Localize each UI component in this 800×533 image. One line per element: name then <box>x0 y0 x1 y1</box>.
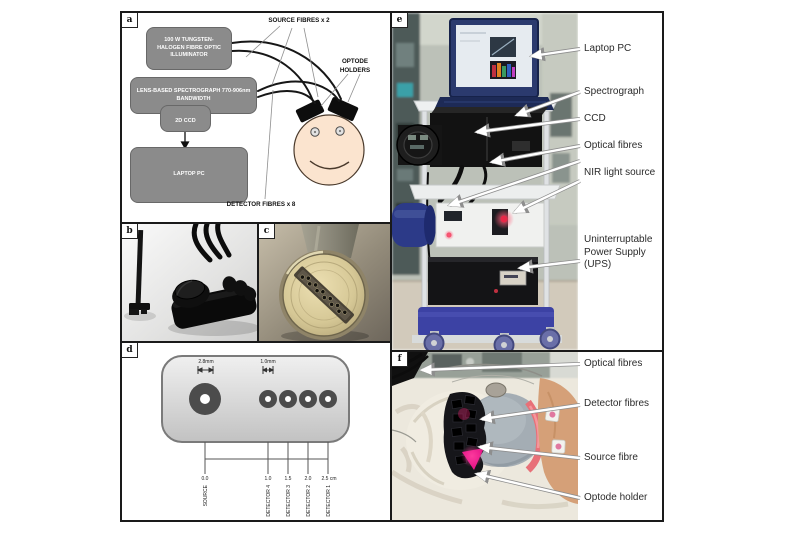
optode-cables <box>191 224 232 263</box>
panel-d-holder-diagram: 2.8mm 1.0mm 0.0 1.0 1.5 2.0 2.5 cm SOURC… <box>122 343 392 520</box>
annotation-ccd: CCD <box>584 113 606 124</box>
fibre-slot <box>294 266 354 324</box>
optode-pad <box>161 355 350 443</box>
panel-f-infant-photo: Optical fibres Detector fibres Source fi… <box>392 352 662 520</box>
fibre-connector <box>485 382 507 398</box>
ups-unit <box>428 257 538 305</box>
optode-body <box>171 276 257 329</box>
middle-shelf <box>409 184 561 200</box>
panel-f-label: f <box>392 352 408 367</box>
source-diameter-label: 2.8mm <box>198 359 214 365</box>
optode-holders-annotation: OPTODE HOLDERS <box>339 58 371 75</box>
panel-e-label: e <box>392 13 408 28</box>
probe-label-detector1: DETECTOR 1 <box>326 485 332 517</box>
annotation-laptop-pc: Laptop PC <box>584 43 632 54</box>
casters <box>423 327 561 350</box>
spectrograph-unit <box>430 107 548 167</box>
panel-f-label-column <box>578 352 662 520</box>
distance-4: 2.5 cm <box>321 476 337 482</box>
dimension-marks <box>196 366 275 374</box>
holder-drawing <box>161 355 350 474</box>
distance-0: 0.0 <box>201 476 209 482</box>
probe-label-source: SOURCE <box>203 485 209 507</box>
panel-d-label: d <box>122 343 138 358</box>
schematic-drawing <box>180 25 365 200</box>
distance-ruler <box>204 442 329 474</box>
bedding <box>392 404 569 510</box>
blue-roll <box>392 203 436 247</box>
illuminator-box: 100 W TUNGSTEN-HALOGEN FIBRE OPTIC ILLUM… <box>146 27 232 70</box>
distance-1: 1.0 <box>264 476 272 482</box>
annotation-nir-light-source: NIR light source <box>584 167 656 178</box>
trolley-base <box>412 307 562 343</box>
pointer-lines <box>245 25 361 200</box>
laptop <box>434 18 554 110</box>
figure-frame: 100 W TUNGSTEN-HALOGEN FIBRE OPTIC ILLUM… <box>120 11 664 522</box>
panel-b-optode-photo: b <box>122 224 259 343</box>
ccd-camera <box>396 124 442 166</box>
infant-head <box>293 114 365 186</box>
trolley-photo <box>392 13 578 350</box>
smile <box>309 160 350 170</box>
nir-light-source <box>435 202 545 248</box>
distance-2: 1.5 <box>284 476 292 482</box>
panel-b-label: b <box>122 224 138 239</box>
brass-ferrule-face <box>279 250 369 340</box>
probe-label-detector4: DETECTOR 4 <box>266 485 272 517</box>
panel-a-label: a <box>122 13 138 28</box>
annotation-optical-fibres-f: Optical fibres <box>584 358 643 369</box>
fibre-bundles <box>231 40 342 104</box>
optode-on-head <box>443 392 487 479</box>
annotation-optical-fibres: Optical fibres <box>584 140 643 151</box>
source-fibres-annotation: SOURCE FIBRES x 2 <box>268 17 330 24</box>
infant-photo <box>392 352 578 520</box>
annotation-optode-holder: Optode holder <box>584 492 648 503</box>
ferrule-photo <box>259 224 390 341</box>
annotation-ups: Uninterruptable Power Supply (UPS) <box>584 234 653 270</box>
probe-label-detector3: DETECTOR 3 <box>286 485 292 517</box>
optode-photo <box>122 224 257 341</box>
panel-e-trolley-photo: Laptop PC Spectrograph CCD Optical fibre… <box>392 13 662 352</box>
left-optode-holder <box>295 99 325 123</box>
laptop-box: LAPTOP PC <box>130 147 248 203</box>
panel-a-schematic: 100 W TUNGSTEN-HALOGEN FIBRE OPTIC ILLUM… <box>122 13 392 224</box>
annotation-source-fibre: Source fibre <box>584 452 638 463</box>
single-fibre-rod <box>129 229 150 315</box>
annotation-detector-fibres: Detector fibres <box>584 398 650 409</box>
panel-c-ferrule-photo: c <box>259 224 392 343</box>
panel-c-label: c <box>259 224 275 239</box>
annotation-spectrograph: Spectrograph <box>584 86 645 97</box>
detector-fibres-annotation: DETECTOR FIBRES x 8 <box>226 201 296 208</box>
detector-apertures <box>259 390 337 408</box>
probe-label-detector2: DETECTOR 2 <box>306 485 312 517</box>
ccd-box: 2D CCD <box>160 105 211 132</box>
panel-e-label-column <box>578 13 662 350</box>
detector-diameter-label: 1.0mm <box>260 359 276 365</box>
right-optode-holder <box>327 97 359 121</box>
distance-3: 2.0 <box>304 476 312 482</box>
